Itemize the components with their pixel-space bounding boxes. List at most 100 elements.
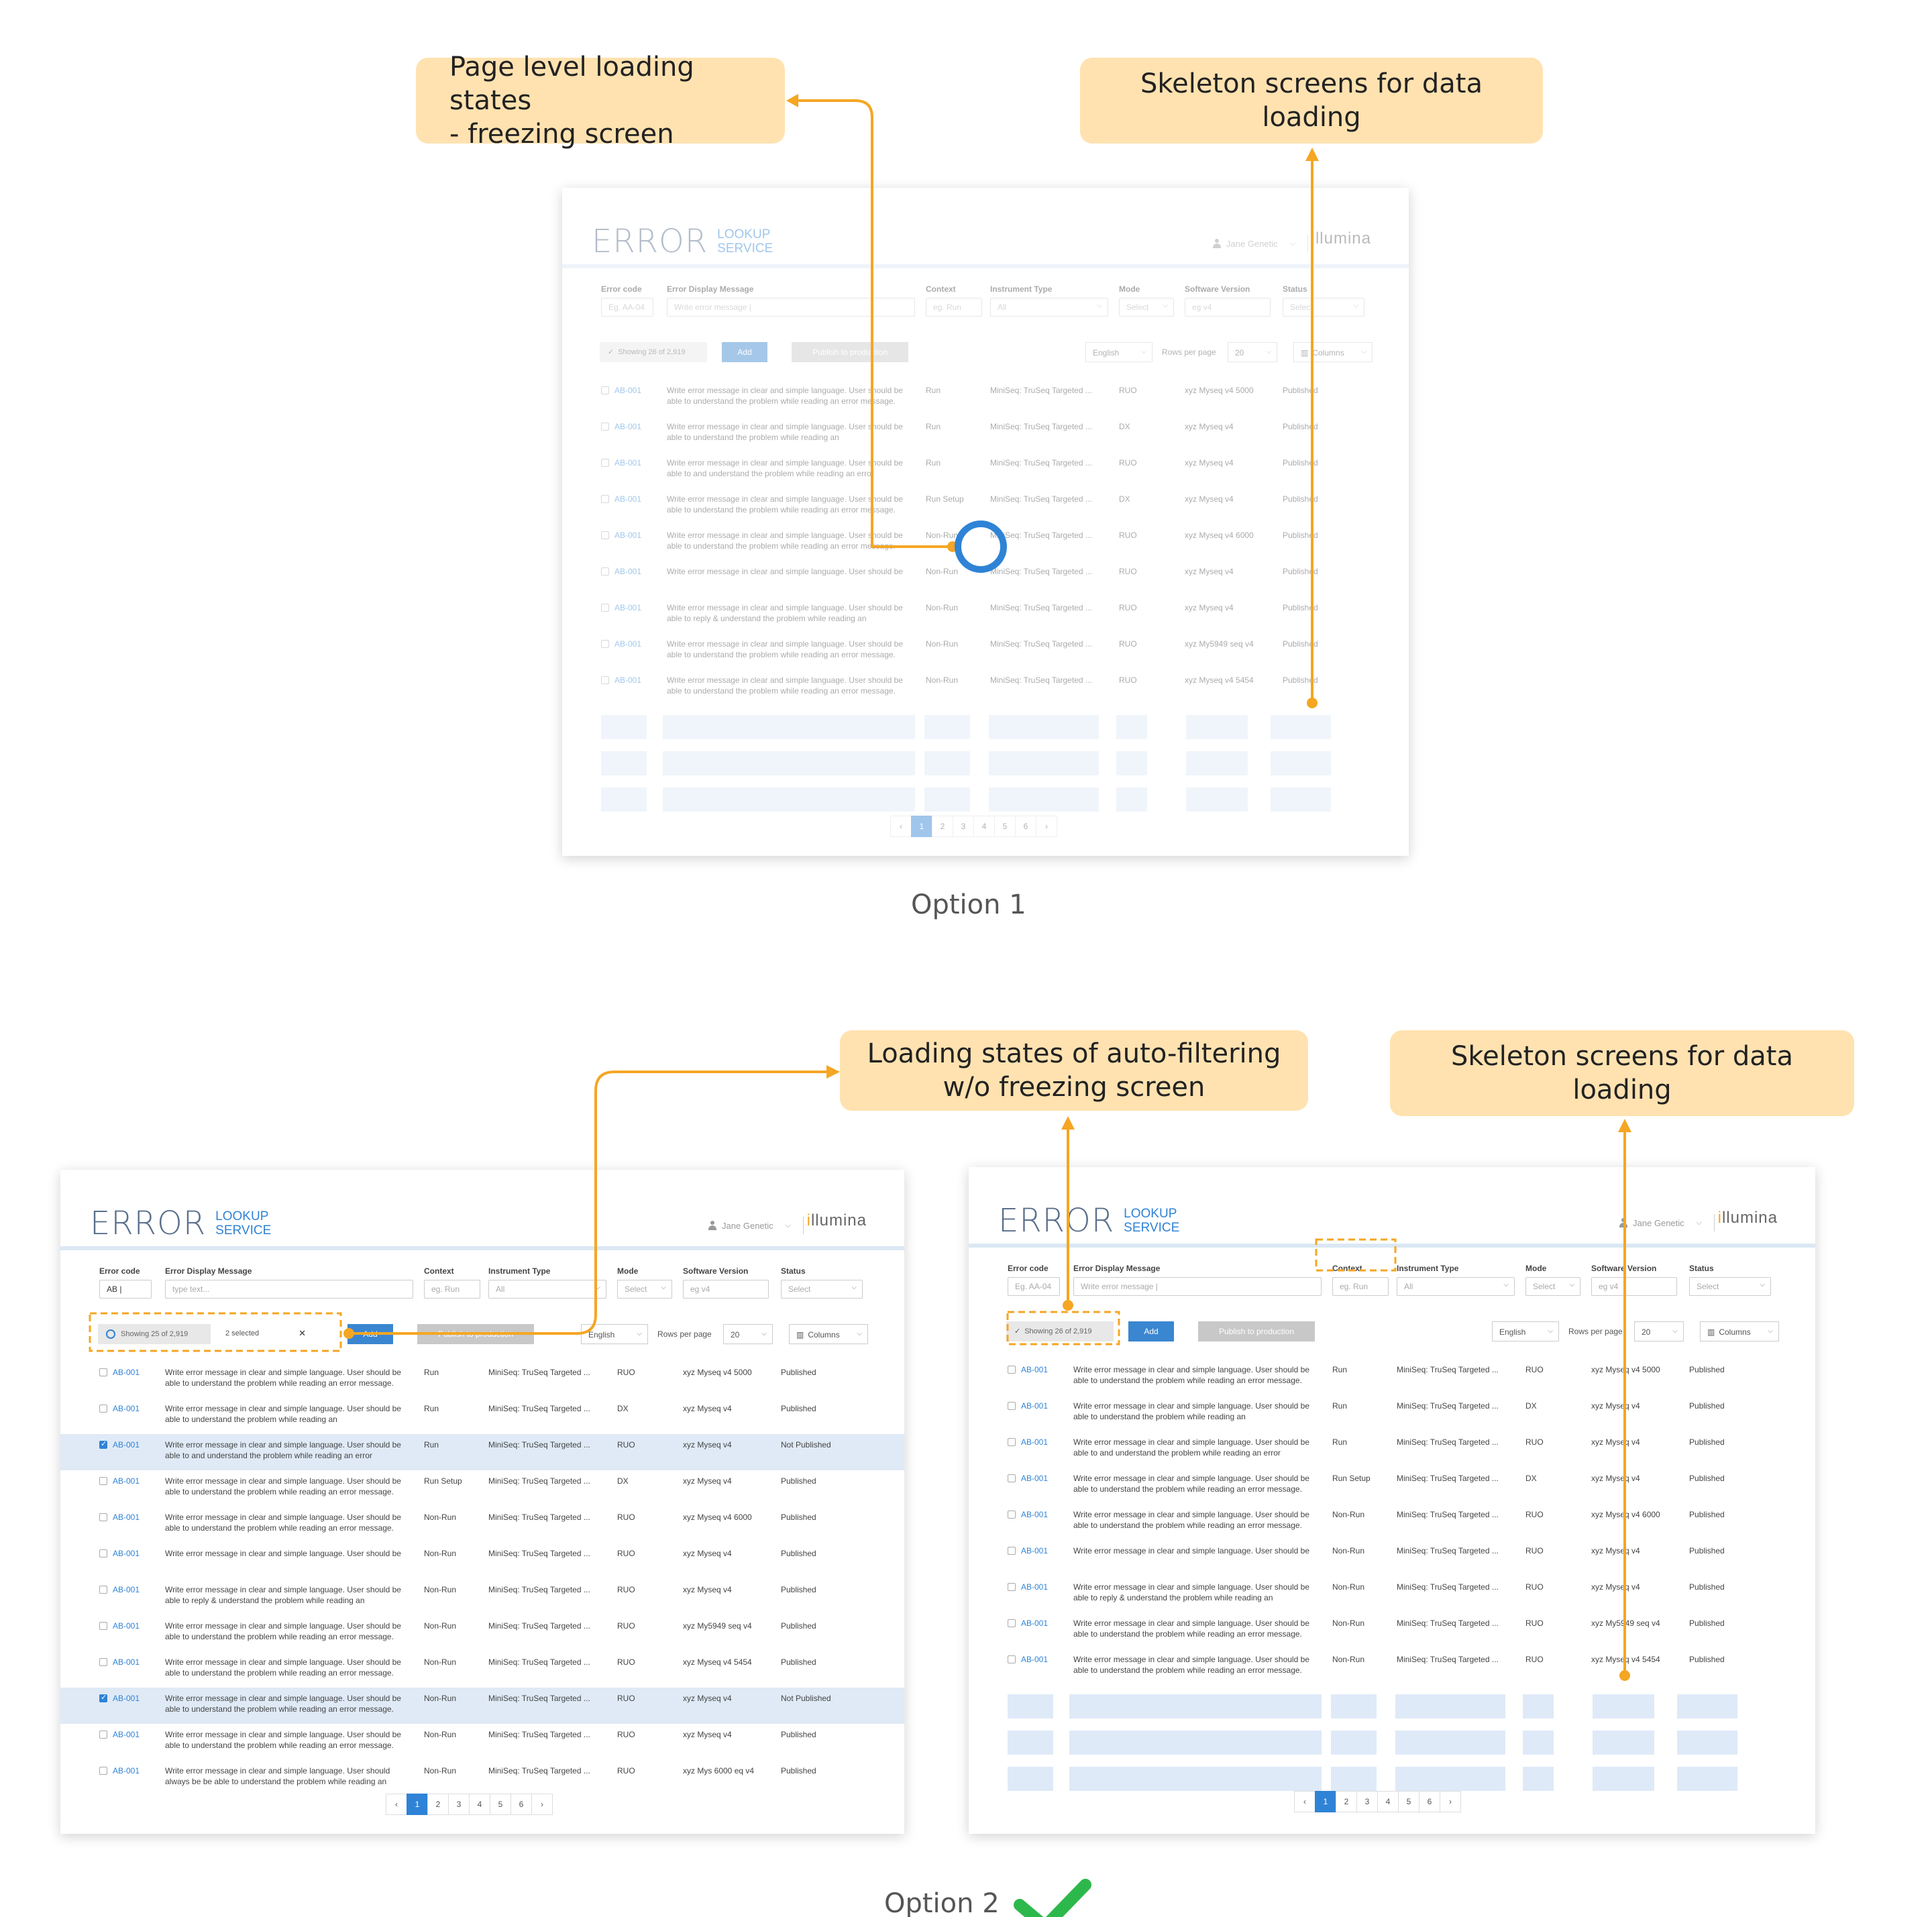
user-menu[interactable]: Jane Genetic⌵ xyxy=(708,1217,804,1234)
error-message-input[interactable]: Write error message | xyxy=(1073,1277,1322,1296)
row-checkbox[interactable] xyxy=(1008,1619,1016,1627)
row-error-code[interactable]: AB-001 xyxy=(113,1694,140,1703)
page-1-button[interactable]: 1 xyxy=(1315,1791,1336,1812)
language-select[interactable]: English⌵ xyxy=(1492,1321,1559,1341)
page-5-button[interactable]: 5 xyxy=(1398,1791,1419,1812)
error-code-input[interactable]: AB | xyxy=(99,1280,152,1299)
page-1-button[interactable]: 1 xyxy=(407,1794,428,1815)
columns-select[interactable]: ▥Columns⌵ xyxy=(1700,1321,1779,1341)
row-checkbox[interactable] xyxy=(601,423,609,431)
user-menu[interactable]: Jane Genetic⌵ xyxy=(1619,1214,1715,1231)
row-error-code[interactable]: AB-001 xyxy=(614,675,642,685)
row-checkbox[interactable] xyxy=(99,1477,107,1485)
row-checkbox[interactable] xyxy=(601,676,609,684)
chevron-left-icon[interactable]: ‹ xyxy=(1294,1791,1316,1812)
user-menu[interactable]: Jane Genetic⌵ xyxy=(1213,235,1308,252)
instrument-type-input[interactable]: All⌵ xyxy=(990,298,1108,317)
mode-input[interactable]: Select⌵ xyxy=(1525,1277,1580,1296)
row-checkbox[interactable] xyxy=(99,1513,107,1521)
row-error-code[interactable]: AB-001 xyxy=(614,458,642,468)
row-error-code[interactable]: AB-001 xyxy=(614,386,642,395)
page-4-button[interactable]: 4 xyxy=(469,1794,490,1815)
row-checkbox[interactable] xyxy=(99,1439,107,1449)
publish-button[interactable]: Publish to production xyxy=(1198,1321,1315,1341)
page-3-button[interactable]: 3 xyxy=(953,816,974,837)
showing-count-chip[interactable]: ✓Showing 26 of 2,919 xyxy=(1006,1321,1114,1341)
status-input[interactable]: Select⌵ xyxy=(781,1280,863,1299)
row-error-code[interactable]: AB-001 xyxy=(1021,1582,1049,1592)
row-checkbox[interactable] xyxy=(601,567,609,576)
row-error-code[interactable]: AB-001 xyxy=(113,1368,140,1377)
page-2-button[interactable]: 2 xyxy=(427,1794,449,1815)
software-version-input[interactable]: eg v4 xyxy=(1591,1277,1677,1296)
row-checkbox[interactable] xyxy=(99,1586,107,1594)
page-4-button[interactable]: 4 xyxy=(973,816,995,837)
language-select[interactable]: English⌵ xyxy=(1085,342,1152,362)
row-error-code[interactable]: AB-001 xyxy=(614,603,642,612)
page-1-button[interactable]: 1 xyxy=(911,816,932,837)
page-5-button[interactable]: 5 xyxy=(490,1794,511,1815)
row-error-code[interactable]: AB-001 xyxy=(1021,1401,1049,1411)
page-3-button[interactable]: 3 xyxy=(1356,1791,1378,1812)
row-error-code[interactable]: AB-001 xyxy=(113,1766,140,1775)
page-2-button[interactable]: 2 xyxy=(1336,1791,1357,1812)
instrument-type-input[interactable]: All⌵ xyxy=(1397,1277,1515,1296)
row-checkbox[interactable] xyxy=(601,531,609,539)
mode-input[interactable]: Select⌵ xyxy=(1119,298,1174,317)
row-error-code[interactable]: AB-001 xyxy=(113,1549,140,1558)
row-error-code[interactable]: AB-001 xyxy=(113,1404,140,1413)
row-checkbox[interactable] xyxy=(1008,1402,1016,1410)
chevron-right-icon[interactable]: › xyxy=(531,1794,553,1815)
row-checkbox[interactable] xyxy=(601,459,609,467)
row-checkbox[interactable] xyxy=(601,495,609,503)
chevron-right-icon[interactable]: › xyxy=(1440,1791,1461,1812)
row-checkbox[interactable] xyxy=(99,1549,107,1557)
publish-button[interactable]: Publish to production xyxy=(792,342,908,362)
page-3-button[interactable]: 3 xyxy=(448,1794,470,1815)
row-checkbox[interactable] xyxy=(99,1658,107,1666)
row-checkbox[interactable] xyxy=(1008,1511,1016,1519)
row-checkbox[interactable] xyxy=(1008,1474,1016,1482)
status-input[interactable]: Select⌵ xyxy=(1283,298,1364,317)
row-error-code[interactable]: AB-001 xyxy=(614,567,642,576)
close-icon[interactable]: ✕ xyxy=(299,1328,306,1338)
row-checkbox[interactable] xyxy=(99,1731,107,1739)
language-select[interactable]: English⌵ xyxy=(581,1324,648,1344)
error-code-input[interactable]: Eg. AA-04 xyxy=(1008,1277,1060,1296)
row-checkbox[interactable] xyxy=(99,1622,107,1630)
row-checkbox[interactable] xyxy=(99,1693,107,1702)
row-checkbox[interactable] xyxy=(601,604,609,612)
showing-count-chip[interactable]: Showing 25 of 2,919 xyxy=(98,1324,211,1344)
row-error-code[interactable]: AB-001 xyxy=(614,531,642,540)
mode-input[interactable]: Select⌵ xyxy=(617,1280,672,1299)
page-5-button[interactable]: 5 xyxy=(994,816,1016,837)
row-error-code[interactable]: AB-001 xyxy=(1021,1474,1049,1483)
software-version-input[interactable]: eg v4 xyxy=(683,1280,769,1299)
page-2-button[interactable]: 2 xyxy=(932,816,953,837)
row-error-code[interactable]: AB-001 xyxy=(113,1730,140,1739)
row-error-code[interactable]: AB-001 xyxy=(1021,1546,1049,1555)
chevron-left-icon[interactable]: ‹ xyxy=(386,1794,407,1815)
showing-count-chip[interactable]: ✓Showing 26 of 2,919 xyxy=(600,342,707,362)
